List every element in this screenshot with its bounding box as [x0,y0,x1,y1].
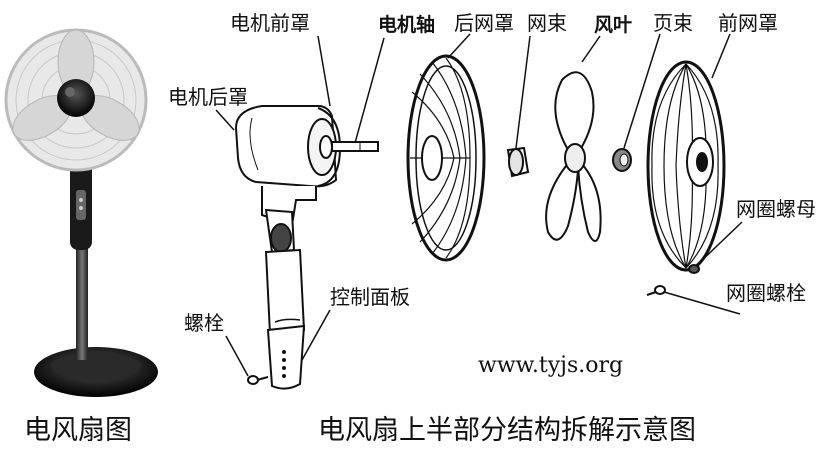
label-bolt: 螺栓 [184,312,224,334]
guard-clamp-drawing [508,148,528,176]
guard-ring-bolt-drawing [647,286,665,295]
label-front-guard: 前网罩 [718,12,778,34]
label-guard-ring-bolt: 网圈螺栓 [726,282,806,304]
standing-fan-photo [5,30,158,397]
fan-blade-drawing [546,72,600,241]
rear-guard-drawing [408,56,484,260]
spinner-cap-drawing [613,149,631,171]
label-motor-front-cover: 电机前罩 [230,12,310,34]
label-rear-guard: 后网罩 [454,12,514,34]
fan-stand-drawing [262,186,316,389]
label-fan-blade: 风叶 [594,14,632,36]
motor-housing-drawing [236,106,340,186]
motor-shaft-drawing [332,142,378,151]
label-motor-shaft: 电机轴 [378,14,435,36]
watermark-url: www.tyjs.org [478,354,623,378]
label-motor-rear-cover: 电机后罩 [168,86,248,108]
label-spinner-cap: 页束 [653,12,693,34]
caption-exploded-diagram: 电风扇上半部分结构拆解示意图 [318,416,696,446]
fan-pole [76,245,88,360]
label-guard-clamp: 网束 [527,12,567,34]
front-guard-drawing [648,62,724,270]
caption-fan-photo: 电风扇图 [24,416,132,446]
label-guard-ring-nut: 网圈螺母 [736,198,816,220]
label-control-panel: 控制面板 [330,286,410,308]
guard-ring-nut-drawing [689,265,699,273]
bolt-drawing [248,376,268,384]
fan-hub [57,79,95,117]
